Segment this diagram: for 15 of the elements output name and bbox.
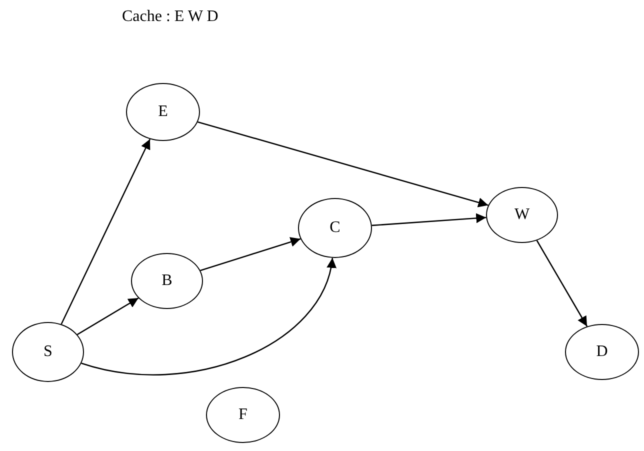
arrow (76, 297, 139, 336)
arrow (198, 121, 488, 208)
arrow (372, 213, 486, 226)
arrow (536, 240, 588, 327)
node-ellipse: E (126, 83, 200, 141)
node-ellipse: C (298, 198, 372, 258)
arrow (200, 237, 301, 272)
node-ellipse: S (12, 322, 84, 382)
node-ellipse: D (565, 324, 639, 380)
node-ellipse: F (206, 387, 280, 443)
node-ellipse: W (486, 187, 558, 243)
arrow (81, 258, 336, 376)
title: Cache : E W D (122, 7, 218, 27)
arrow (60, 138, 151, 324)
node-ellipse: B (131, 253, 203, 309)
